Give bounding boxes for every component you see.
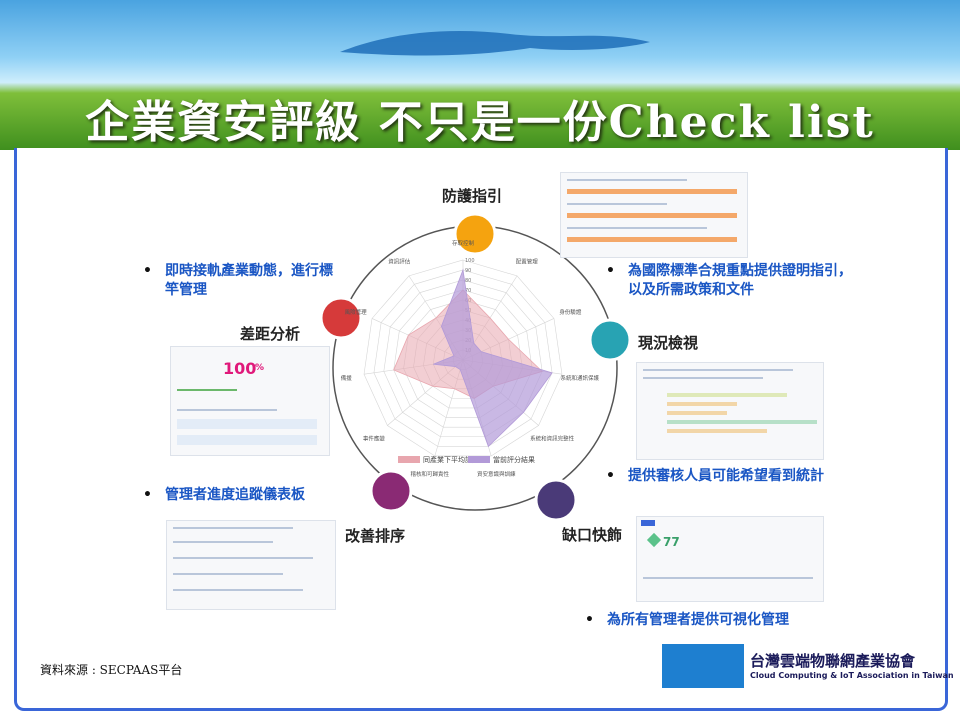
lungs-icon <box>319 296 363 340</box>
radar-axis-label: 身份驗證 <box>559 308 582 316</box>
radar-series-area <box>433 268 553 448</box>
radar-grid-ring <box>363 259 563 457</box>
bullet-statistics: 提供審核人員可能希望看到統計 <box>606 467 868 486</box>
radar-axis-label: 資安意識與訓練 <box>477 470 516 478</box>
diamond-icon <box>646 532 662 548</box>
building-icon <box>369 469 413 513</box>
step-label-review: 現況檢視 <box>638 334 699 352</box>
review-screenshot <box>636 362 824 460</box>
bullet-guidance: 為國際標準合規重點提供證明指引，以及所需政策和文件 <box>606 262 858 300</box>
radar-axis-label: 稽核和可歸責性 <box>410 470 449 478</box>
header-banner: 企業資安評級 不只是一份Check list <box>0 0 960 150</box>
radar-axis-label: 存取控制 <box>452 239 475 247</box>
shield-hand-icon <box>453 212 497 256</box>
radar-grid-ring <box>373 269 553 447</box>
box-hand-icon <box>534 478 578 522</box>
bullet-benchmark: 即時接軌產業動態，進行標竿管理 <box>143 262 335 300</box>
radar-tick-label: 70 <box>465 288 471 294</box>
dashboard-screenshot <box>166 520 336 610</box>
radar-tick-label: 90 <box>465 268 471 274</box>
legend-label: 同產業下平均評分 <box>423 455 479 464</box>
step-label-fix: 缺口快飾 <box>562 526 623 544</box>
gap-score-unit: % <box>255 363 265 373</box>
guidance-screenshot <box>560 172 748 258</box>
cheetah-logo-icon <box>340 31 650 56</box>
refresh-icon <box>588 318 632 362</box>
step-label-prioritize: 改善排序 <box>345 527 406 545</box>
bullet-visual: 為所有管理者提供可視化管理 <box>585 611 847 630</box>
radar-axis-label: 事件應變 <box>363 434 386 442</box>
gap-screenshot: 100 % <box>170 346 330 456</box>
association-logo-icon <box>662 644 744 688</box>
association-name: 台灣雲端物聯網產業協會 <box>750 652 916 670</box>
radar-axis-label: 系統和通訊保護 <box>561 374 600 382</box>
radar-grid-ring <box>383 279 543 438</box>
source-note: 資料來源 : SECPAAS平台 <box>40 663 183 677</box>
slide-title: 企業資安評級 不只是一份Check list <box>85 97 875 148</box>
bullet-dashboard: 管理者進度追蹤儀表板 <box>143 486 365 505</box>
radar-grid-ring <box>393 289 533 428</box>
fix-screenshot: 77 <box>636 516 824 602</box>
fix-score-value: 77 <box>663 535 680 549</box>
radar-axis-label: 風險管理 <box>345 308 368 316</box>
radar-tick-label: 80 <box>465 278 471 284</box>
step-label-gap: 差距分析 <box>240 325 301 343</box>
step-label-protect: 防護指引 <box>442 187 503 205</box>
cycle-ring <box>319 212 632 522</box>
association-name-en: Cloud Computing & IoT Association in Tai… <box>750 671 954 680</box>
legend-swatch <box>468 456 490 463</box>
radar-axis-label: 備援 <box>341 374 353 382</box>
legend-swatch <box>398 456 420 463</box>
radar-axis-label: 配置管理 <box>516 258 539 266</box>
radar-axis-label: 系統和資訊完整性 <box>530 434 575 442</box>
radar-tick-label: 100 <box>465 258 475 264</box>
radar-axis-label: 資訊評估 <box>388 258 411 266</box>
radar-grid-ring <box>403 299 523 418</box>
legend-label: 當前評分結果 <box>493 455 535 464</box>
gap-score-value: 100 <box>223 359 257 378</box>
